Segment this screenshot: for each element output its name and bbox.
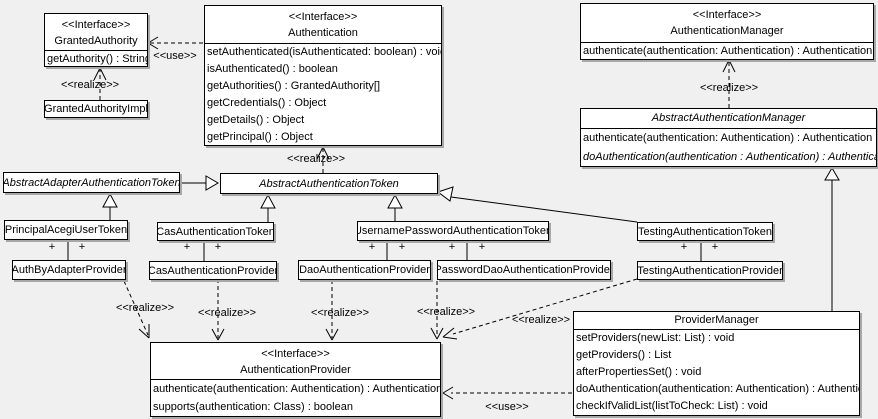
use-label: <<use>>: [153, 50, 197, 62]
multiplicity-label: +: [681, 241, 687, 253]
multiplicity-label: +: [369, 241, 375, 253]
realize-label: <<realize>>: [60, 79, 120, 91]
class-testing-authentication-token[interactable]: TestingAuthenticationToken: [637, 222, 773, 241]
method: afterPropertiesSet() : void: [576, 366, 702, 378]
edge-association-castoken-casprovider: + +: [184, 240, 221, 261]
class-authentication-manager[interactable]: <<Interface>> AuthenticationManager auth…: [580, 3, 874, 60]
edge-realize-casprovider-to-authenticationprovider: [211, 279, 225, 341]
edge-association-principal-authbyadapterprovider: + +: [49, 240, 85, 260]
class-name: AbstractAuthenticationToken: [259, 177, 399, 190]
class-name: TestingAuthenticationToken: [638, 225, 772, 238]
method: checkIfValidList(listToCheck: List) : vo…: [576, 400, 768, 412]
class-name: UsernamePasswordAuthenticationToken: [357, 225, 549, 237]
stereotype: <<Interface>>: [61, 19, 131, 31]
class-name: AuthByAdapterProvider: [12, 264, 126, 276]
method: supports(authentication: Class) : boolea…: [153, 401, 353, 413]
multiplicity-label: +: [79, 241, 85, 253]
class-authentication-provider[interactable]: <<Interface>> AuthenticationProvider aut…: [150, 342, 441, 417]
class-name: GrantedAuthorityImpl: [44, 103, 148, 115]
class-name: AbstractAuthenticationManager: [651, 112, 806, 124]
edge-use-authentication-to-grantedauthority: [147, 36, 203, 50]
method: authenticate(authentication: Authenticat…: [153, 383, 440, 395]
edge-realize-authbyadapterprovider-to-authenticationprovider: [123, 280, 150, 339]
class-name: PasswordDaoAuthenticationProvider: [437, 264, 611, 276]
edge-generalization-abstractadapter-to-abstractauthenticationtoken: [180, 175, 219, 191]
class-name: AuthenticationProvider: [240, 364, 351, 376]
realize-label: <<realize>>: [511, 314, 571, 326]
method: setAuthenticated(isAuthenticated: boolea…: [207, 46, 441, 58]
edge-generalization-casauthenticationtoken-to-abstracttoken: [260, 193, 276, 222]
edge-realize-grantedauthorityimpl-to-grantedauthority: [93, 67, 107, 100]
class-name: CasAuthenticationToken: [157, 225, 274, 238]
multiplicity-label: +: [449, 241, 455, 253]
method: setProviders(newList: List) : void: [576, 332, 735, 344]
class-authentication[interactable]: <<Interface>> Authentication setAuthenti…: [204, 5, 442, 146]
class-name: DaoAuthenticationProvider: [299, 264, 430, 276]
class-cas-authentication-provider[interactable]: CasAuthenticationProvider: [149, 261, 277, 280]
class-cas-authentication-token[interactable]: CasAuthenticationToken: [157, 222, 274, 241]
class-name: AuthenticationManager: [670, 25, 784, 37]
method: doAuthentication(authentication: Authent…: [576, 383, 859, 395]
realize-label: <<realize>>: [699, 82, 759, 94]
class-granted-authority[interactable]: <<Interface>> GrantedAuthority getAuthor…: [44, 13, 148, 67]
class-dao-authentication-provider[interactable]: DaoAuthenticationProvider: [298, 260, 431, 280]
class-abstract-adapter-authentication-token[interactable]: AbstractAdapterAuthenticationToken: [3, 172, 180, 193]
edge-generalization-usernamepasswordtoken-to-abstracttoken: [387, 193, 403, 221]
edge-association-usernamepassword-daoprovider: + +: [369, 240, 405, 260]
edge-generalization-providermanager-to-abstractauthenticationmanager: [824, 167, 840, 311]
edge-realize-abstractauthmanager-to-authmanager: [722, 59, 736, 108]
class-granted-authority-impl[interactable]: GrantedAuthorityImpl: [44, 100, 148, 118]
realize-label: <<realize>>: [115, 302, 175, 314]
realize-label: <<realize>>: [416, 306, 476, 318]
realize-label: <<realize>>: [310, 307, 370, 319]
edge-generalization-principalacegiusertoken-to-abstractadapter: [102, 192, 118, 220]
edge-realize-passworddaoprovider-to-authenticationprovider: [430, 281, 444, 340]
class-name: PrincipalAcegiUserToken: [4, 224, 128, 236]
use-label: <<use>>: [485, 401, 529, 413]
method: getAuthority() : String: [47, 53, 147, 65]
class-password-dao-authentication-provider[interactable]: PasswordDaoAuthenticationProvider: [437, 260, 611, 280]
method: authenticate(authentication: Authenticat…: [583, 132, 873, 144]
class-principal-acegi-user-token[interactable]: PrincipalAcegiUserToken: [4, 220, 128, 240]
stereotype: <<Interface>>: [261, 348, 330, 360]
class-name: TestingAuthenticationProvider: [637, 264, 783, 277]
class-testing-authentication-provider[interactable]: TestingAuthenticationProvider: [637, 261, 783, 280]
method: getProviders() : List: [576, 349, 672, 361]
edge-realize-daoprovider-to-authenticationprovider: [325, 280, 339, 341]
method: getDetails() : Object: [207, 114, 305, 126]
edge-generalization-testingtoken-to-abstracttoken: [436, 186, 638, 223]
edge-association-testingtoken-testingprovider: + +: [681, 241, 718, 261]
class-name: AbstractAdapterAuthenticationToken: [3, 176, 180, 189]
multiplicity-label: +: [49, 241, 55, 253]
method: isAuthenticated() : boolean: [207, 63, 338, 75]
class-username-password-authentication-token[interactable]: UsernamePasswordAuthenticationToken: [357, 221, 549, 241]
method: doAuthentication(authentication : Authen…: [583, 151, 876, 163]
edge-realize-abstracttoken-to-authentication: [316, 146, 330, 173]
edge-realize-testingprovider-to-authenticationprovider: [442, 278, 638, 340]
multiplicity-label: +: [712, 241, 718, 253]
class-auth-by-adapter-provider[interactable]: AuthByAdapterProvider: [12, 260, 126, 280]
class-name: Authentication: [288, 27, 358, 39]
method: getAuthorities() : GrantedAuthority[]: [207, 80, 381, 92]
method: getPrincipal() : Object: [207, 131, 313, 143]
stereotype: <<Interface>>: [288, 11, 358, 23]
method: authenticate(authentication: Authenticat…: [583, 45, 873, 57]
realize-label: <<realize>>: [197, 307, 257, 319]
stereotype: <<Interface>>: [692, 9, 762, 21]
multiplicity-label: +: [184, 241, 190, 253]
multiplicity-label: +: [479, 241, 485, 253]
multiplicity-label: +: [399, 241, 405, 253]
class-name: ProviderManager: [674, 314, 759, 326]
multiplicity-label: +: [215, 241, 221, 253]
class-name: GrantedAuthority: [54, 35, 138, 47]
method: getCredentials() : Object: [207, 97, 327, 109]
realize-label: <<realize>>: [286, 153, 346, 165]
class-abstract-authentication-manager[interactable]: AbstractAuthenticationManager authentica…: [580, 108, 877, 167]
class-abstract-authentication-token[interactable]: AbstractAuthenticationToken: [220, 173, 438, 194]
class-provider-manager[interactable]: ProviderManager setProviders(newList: Li…: [573, 311, 860, 416]
edge-use-providermanager-to-authenticationprovider: [442, 386, 572, 400]
class-name: CasAuthenticationProvider: [149, 264, 277, 277]
edge-association-usernamepassword-passworddaoprovider: + +: [449, 240, 485, 260]
